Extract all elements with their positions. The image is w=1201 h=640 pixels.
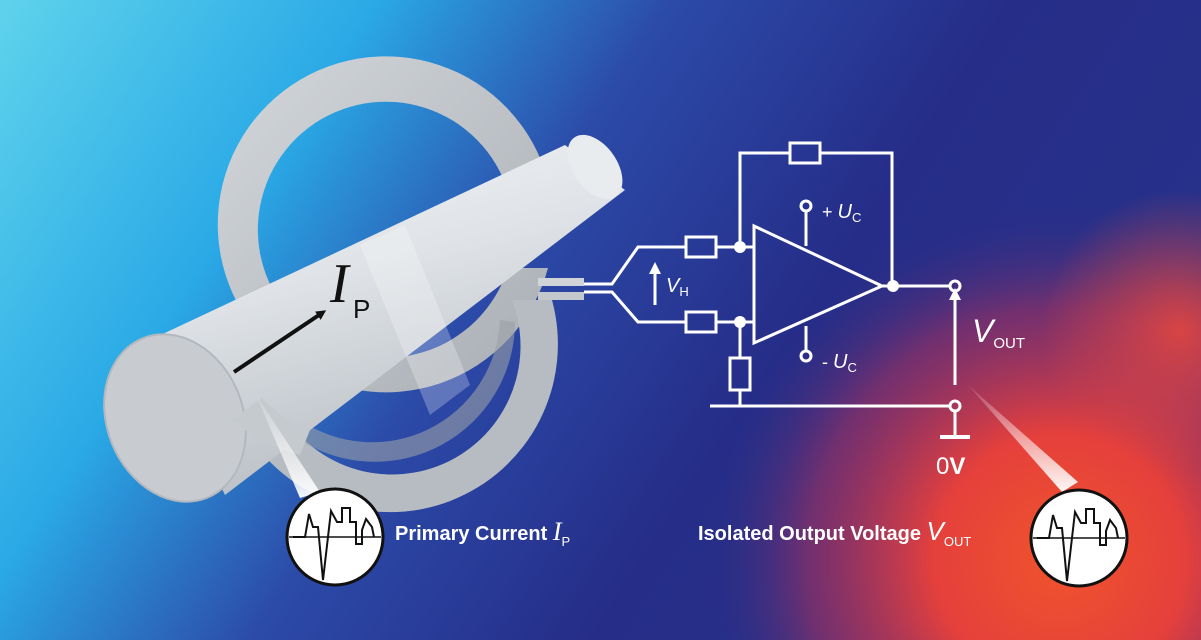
primary-current-callout: Primary Current IP [256, 395, 570, 587]
hall-voltage-label: VH [666, 275, 689, 299]
ring-lower-body [240, 300, 558, 513]
hall-lead-bottom [584, 290, 686, 324]
primary-waveform-trace [293, 507, 375, 581]
ferrite-core-ring [217, 56, 584, 513]
conductor-end-cap [103, 333, 247, 503]
amplifier-circuit [584, 141, 970, 439]
current-direction-arrow [232, 310, 327, 374]
output-voltage-caption: Isolated Output Voltage VOUT [698, 516, 971, 549]
conductor-ring-band-shadow [360, 225, 470, 415]
feedback-resistor [788, 141, 822, 165]
supply-terminal-negative [799, 349, 813, 363]
output-waveform-trace [1037, 508, 1119, 582]
node-output [887, 280, 899, 292]
primary-callout-pointer [256, 395, 320, 498]
node-bottom [734, 316, 746, 328]
output-voltage-arrow-head [949, 288, 961, 300]
op-amp-triangle [752, 223, 886, 346]
supply-terminal-positive [799, 199, 813, 213]
hall-lead-top [584, 245, 686, 286]
ring-inner-shadow [300, 320, 515, 462]
supply-negative-label: - UC [822, 351, 857, 375]
supply-positive-label: + UC [822, 201, 861, 225]
ring-air-gap-bottom [538, 292, 584, 300]
ground-label: 0V [936, 453, 965, 480]
current-label-subscript: P [353, 294, 370, 324]
current-label: I [329, 253, 351, 315]
feedback-wire [738, 151, 894, 286]
hall-voltage-arrow-head [649, 262, 661, 274]
ring-air-gap-top [538, 278, 584, 286]
node-top [734, 241, 746, 253]
output-callout-pointer [968, 385, 1078, 492]
conductor-end-cap-far [567, 134, 623, 200]
primary-current-caption: Primary Current IP [395, 517, 570, 549]
output-voltage-label: VOUT [972, 313, 1025, 352]
circuit-solid-parts [649, 241, 961, 328]
output-voltage-callout: Isolated Output Voltage VOUT [698, 385, 1129, 588]
